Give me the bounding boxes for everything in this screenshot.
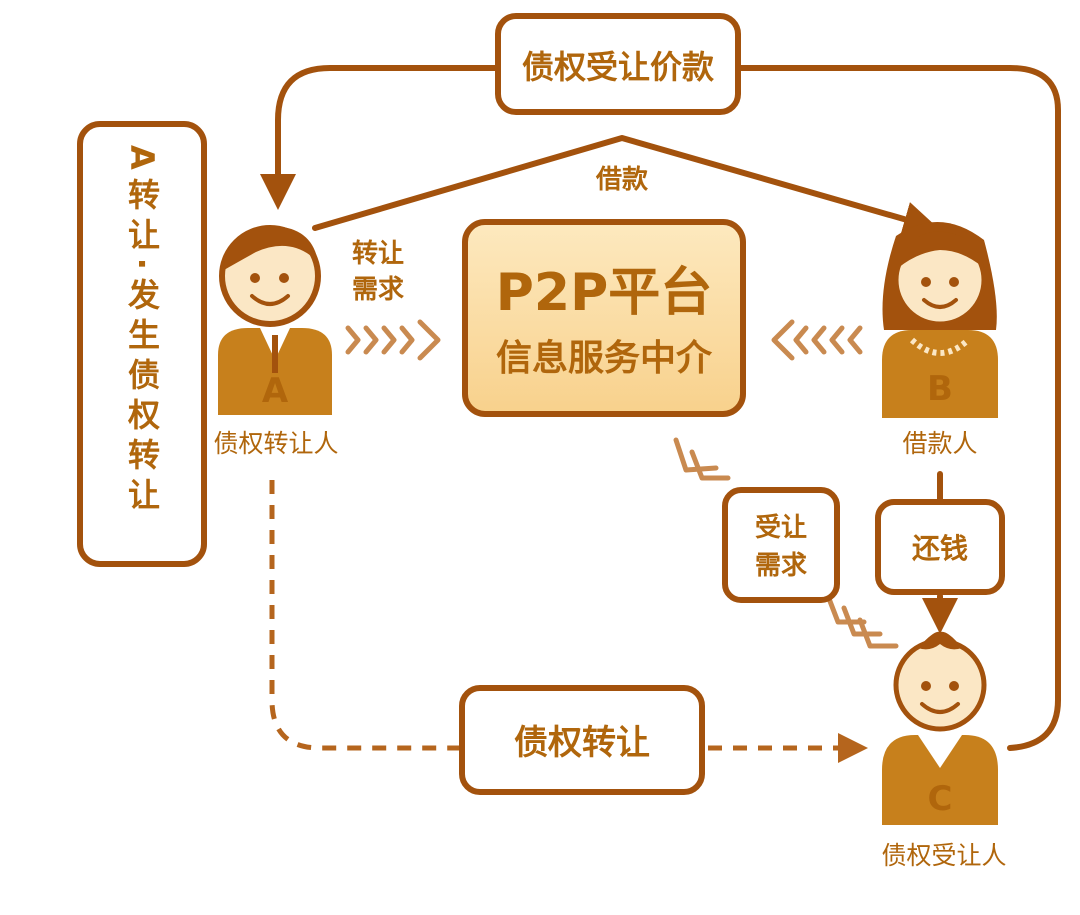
transfer-demand-line2: 需求 xyxy=(352,275,404,305)
borrower-chevrons xyxy=(771,319,863,361)
debt-transfer-box xyxy=(459,685,705,795)
transfer-price-label: 债权受让价款 xyxy=(522,48,714,86)
side-transfer-label: A转让·发生债权转让 xyxy=(123,145,161,518)
platform-subtitle: 信息服务中介 xyxy=(496,338,713,379)
repay-box xyxy=(875,499,1005,595)
transfer-price-box xyxy=(495,13,741,115)
person-b-letter: B xyxy=(927,369,953,409)
accept-demand-box xyxy=(722,487,840,603)
person-b-caption: 借款人 xyxy=(902,429,977,458)
woman-avatar-icon xyxy=(882,221,998,418)
person-c-letter: C xyxy=(928,779,953,819)
acceptance-chevrons xyxy=(673,437,899,649)
man-avatar-icon xyxy=(218,225,332,415)
repay-label: 还钱 xyxy=(912,532,968,565)
loan-arrow xyxy=(312,135,940,237)
boy-avatar-icon xyxy=(882,631,998,825)
person-a-caption: 债权转让人 xyxy=(213,429,338,458)
debt-transfer-dashed-path xyxy=(269,480,460,751)
accept-demand-line2: 需求 xyxy=(755,551,807,581)
payment-loop-arrow xyxy=(260,65,1061,751)
accept-demand-line1: 受让 xyxy=(755,512,807,543)
person-c-caption: 债权受让人 xyxy=(881,841,1006,870)
person-a-letter: A xyxy=(262,371,289,411)
platform-title: P2P平台 xyxy=(496,263,712,323)
platform-box xyxy=(462,219,746,417)
side-transfer-box xyxy=(77,121,207,567)
transfer-demand-chevrons xyxy=(345,319,441,361)
loan-label: 借款 xyxy=(595,165,649,195)
transfer-demand-line1: 转让 xyxy=(352,239,404,269)
debt-transfer-label: 债权转让 xyxy=(514,723,650,763)
